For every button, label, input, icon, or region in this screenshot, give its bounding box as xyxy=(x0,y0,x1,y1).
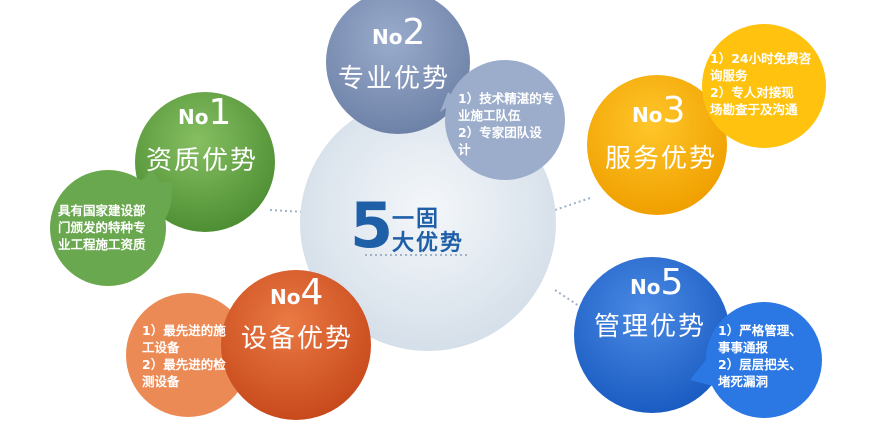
circle-steel xyxy=(326,0,470,134)
title-service: 服务优势 xyxy=(605,144,718,174)
title-qualification: 资质优势 xyxy=(146,146,259,176)
badge-no5: No5 xyxy=(630,262,684,303)
badge-no3: No3 xyxy=(632,90,686,131)
bubble-green xyxy=(50,170,166,286)
bubble-orange xyxy=(126,293,250,417)
center-line2: 大优势 xyxy=(392,231,465,256)
badge-no4: No4 xyxy=(270,272,324,313)
circle-orange xyxy=(221,270,371,420)
desc-service: 1）24小时免费咨 询服务 2）专人对接现 场勘查于及沟通 xyxy=(710,51,812,117)
circle-blue xyxy=(574,257,730,413)
title-equipment: 设备优势 xyxy=(241,324,354,354)
title-professional: 专业优势 xyxy=(338,64,451,94)
badge-no1: No1 xyxy=(178,92,232,133)
desc-qualification: 具有国家建设部 门颁发的特种专 业工程施工资质 xyxy=(58,203,146,252)
circle-yellow xyxy=(587,75,727,215)
center-number: 5 xyxy=(350,189,394,262)
center-title: 5 一固 大优势 xyxy=(350,195,490,265)
bubble-blue xyxy=(706,302,822,418)
title-management: 管理优势 xyxy=(594,312,707,342)
bubble-steel xyxy=(445,60,565,180)
desc-equipment: 1）最先进的施 工设备 2）最先进的检 测设备 xyxy=(142,323,226,389)
center-line1: 一固 xyxy=(392,207,441,232)
badge-no2: No2 xyxy=(372,12,426,53)
desc-management: 1）严格管理、 事事通报 2）层层把关、 堵死漏洞 xyxy=(718,323,802,389)
bubble-yellow xyxy=(702,24,826,148)
desc-professional: 1）技术精湛的专 业施工队伍 2）专家团队设 计 xyxy=(458,91,555,157)
